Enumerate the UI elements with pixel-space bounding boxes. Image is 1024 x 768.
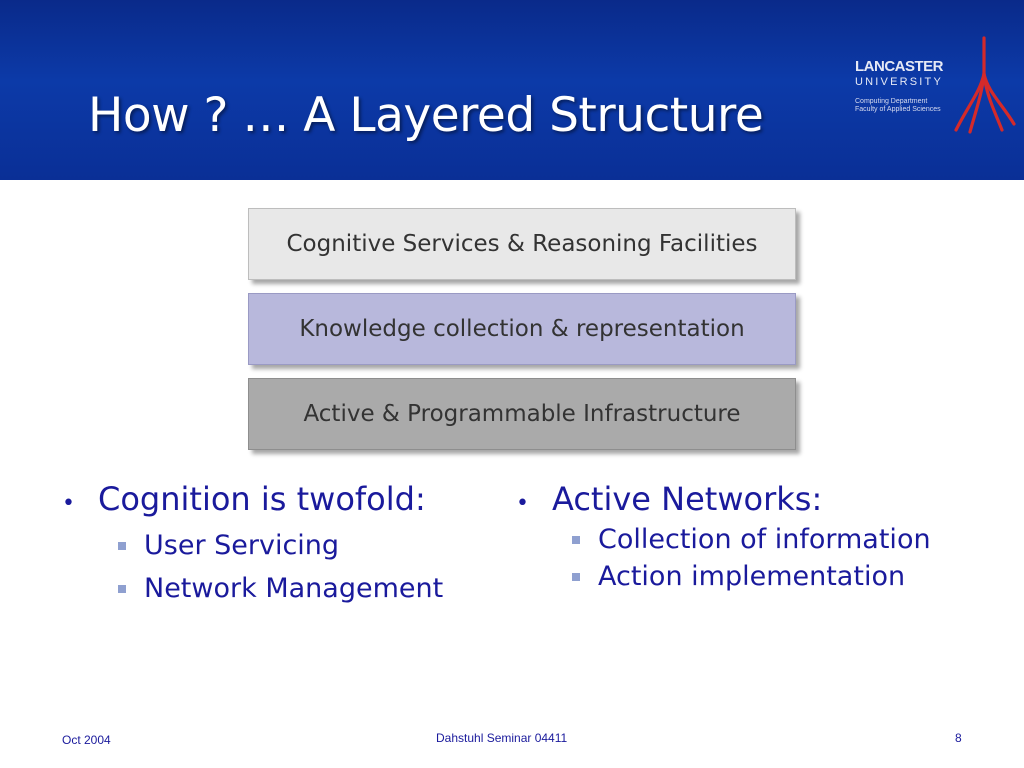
sub-bullet-text: Network Management [144, 573, 444, 604]
bullet-dot-icon: • [62, 491, 75, 516]
layer-active-infrastructure: Active & Programmable Infrastructure [248, 378, 796, 450]
sub-bullet-text: Action implementation [598, 561, 906, 592]
logo-name: LANCASTER [855, 58, 944, 75]
footer-date: Oct 2004 [62, 733, 111, 747]
bullet-item: • Cognition is twofold: [62, 480, 443, 518]
bullet-item: • Active Networks: [516, 480, 931, 518]
logo-university: UNIVERSITY [855, 76, 944, 88]
logo-department: Computing Department [855, 98, 928, 105]
lancaster-rose-mark-icon [954, 36, 1016, 134]
sub-bullet-item: Action implementation [572, 561, 931, 592]
sub-bullet-item: User Servicing [118, 530, 443, 561]
bullet-heading: Active Networks: [552, 480, 823, 518]
square-bullet-icon [118, 584, 126, 593]
footer-seminar: Dahstuhl Seminar 04411 [436, 731, 568, 745]
square-bullet-icon [572, 572, 580, 581]
page-number: 8 [955, 731, 962, 745]
slide-title: How ? … A Layered Structure [88, 88, 764, 143]
sub-bullet-text: Collection of information [598, 524, 931, 555]
layer-cognitive-services: Cognitive Services & Reasoning Facilitie… [248, 208, 796, 280]
sub-bullet-item: Network Management [118, 573, 443, 604]
layer-knowledge-collection: Knowledge collection & representation [248, 293, 796, 365]
square-bullet-icon [572, 535, 580, 544]
logo-faculty: Faculty of Applied Sciences [855, 106, 941, 113]
bullet-dot-icon: • [516, 491, 529, 516]
sub-bullet-item: Collection of information [572, 524, 931, 555]
bullet-heading: Cognition is twofold: [98, 480, 426, 518]
title-banner: How ? … A Layered Structure LANCASTER UN… [0, 0, 1024, 180]
lancaster-university-logo: LANCASTER UNIVERSITY Computing Departmen… [852, 34, 1018, 144]
sub-bullet-list: Collection of information Action impleme… [572, 524, 931, 592]
right-bullet-column: • Active Networks: Collection of informa… [516, 480, 931, 592]
left-bullet-column: • Cognition is twofold: User Servicing N… [62, 480, 443, 604]
square-bullet-icon [118, 541, 126, 550]
sub-bullet-text: User Servicing [144, 530, 340, 561]
sub-bullet-list: User Servicing Network Management [118, 530, 443, 604]
